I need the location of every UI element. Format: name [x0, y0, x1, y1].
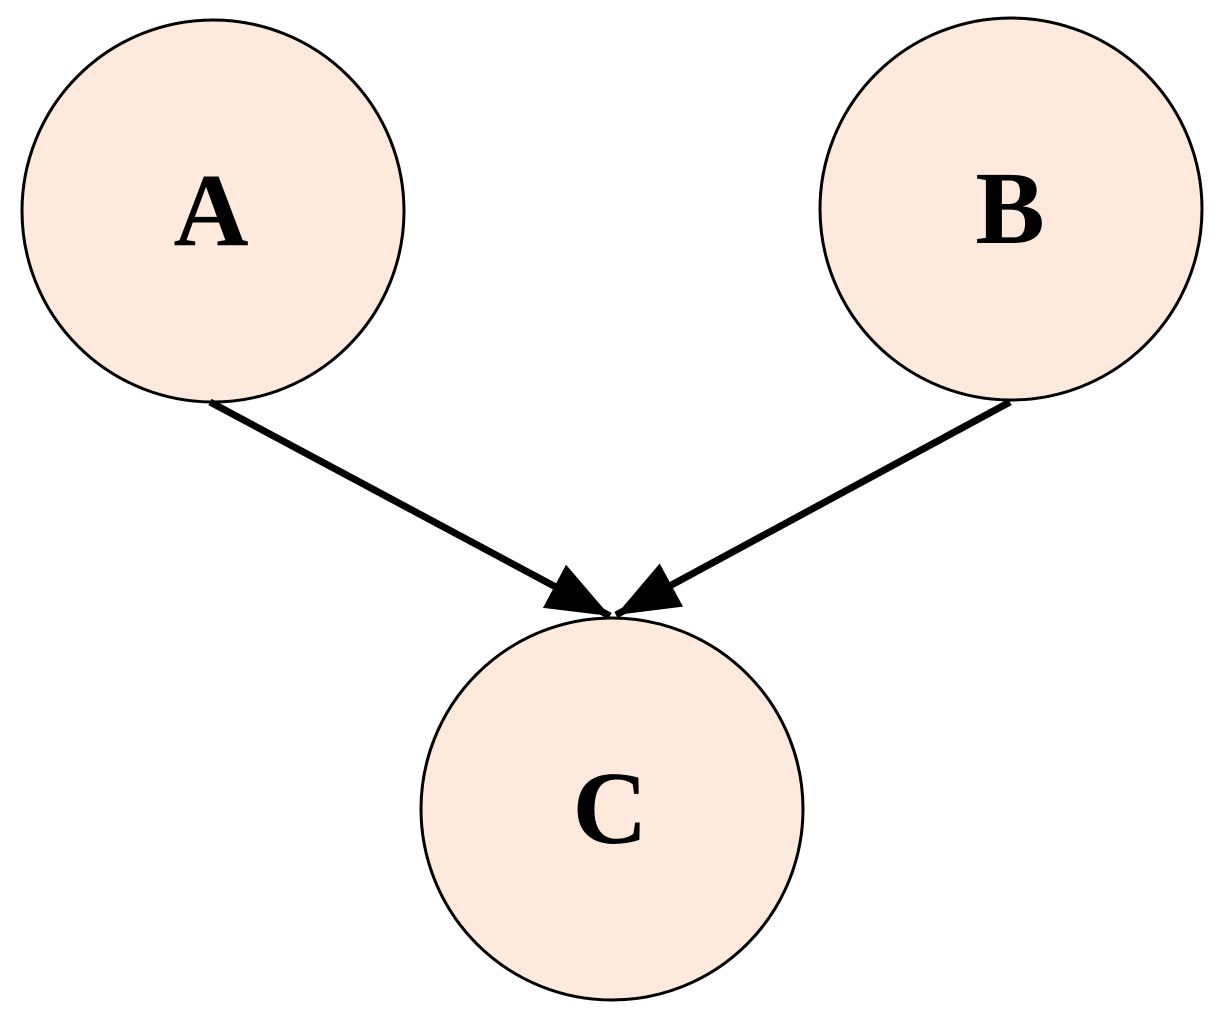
node-b: B: [818, 16, 1204, 402]
node-a: A: [20, 18, 406, 404]
node-b-label: B: [975, 151, 1044, 266]
node-c-circle: [419, 616, 805, 1002]
node-b-circle: [818, 16, 1204, 402]
edge-b-to-c: [614, 398, 1012, 619]
node-a-label: A: [173, 153, 248, 268]
edge-a-to-c: [208, 398, 612, 620]
node-c-label: C: [572, 751, 647, 866]
node-c: C: [419, 616, 805, 1002]
